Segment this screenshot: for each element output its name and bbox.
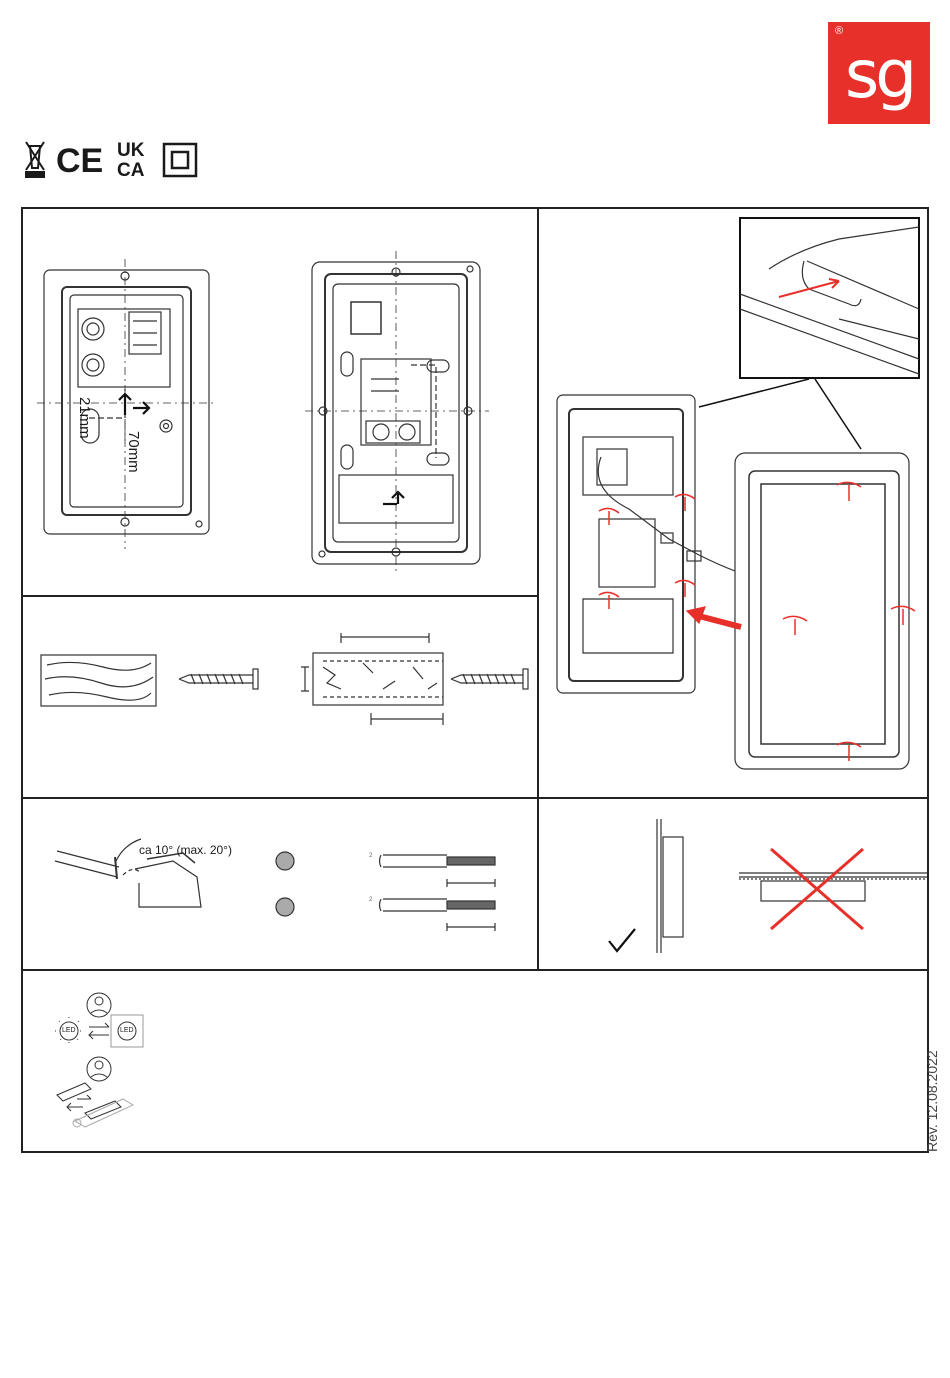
revision-date: Rev. 12.08.2022	[924, 1050, 940, 1152]
wire-stranded-icon	[276, 898, 294, 916]
ce-mark-icon: CE	[56, 142, 103, 180]
wire-strip-solid	[380, 855, 496, 887]
step-fixing-materials	[23, 597, 537, 797]
check-icon	[609, 929, 635, 951]
strip-mark-b: 2	[369, 897, 372, 903]
angle-label: ca 10° (max. 20°)	[139, 843, 232, 857]
certification-marks: CE UK CA	[22, 138, 202, 180]
strip-mark-a: 2	[369, 853, 372, 859]
swap-arrows-icon	[89, 1023, 109, 1039]
wall-mount-allowed	[609, 819, 683, 953]
dimension-21mm: 21mm	[76, 397, 93, 439]
ukca-mark-icon: UK CA	[117, 140, 145, 180]
technician-icon	[87, 993, 111, 1017]
instruction-sheet: 21mm 70mm	[21, 207, 929, 1153]
registered-mark: ®	[835, 26, 843, 37]
ukca-line-1: UK	[117, 140, 145, 161]
wire-strip-stranded	[380, 899, 496, 931]
cross-icon	[771, 849, 863, 929]
rotation-markers	[599, 482, 915, 761]
sg-logo: ® sg	[828, 22, 930, 124]
logo-mark: sg	[828, 42, 930, 108]
wood-screw-icon	[179, 669, 258, 689]
class-ii-icon	[164, 144, 196, 176]
wall-plug-icon	[301, 633, 443, 725]
led-label-b: LED	[120, 1027, 134, 1034]
weee-bin-icon	[26, 142, 44, 177]
base-plate	[557, 395, 735, 693]
cover-frame	[735, 453, 909, 769]
step-mounting-dimensions: 21mm 70mm	[23, 209, 537, 595]
dimension-70mm: 70mm	[125, 431, 142, 473]
ukca-line-2: CA	[117, 160, 145, 180]
technician-icon-2	[87, 1057, 111, 1081]
wall-screw-icon	[451, 669, 528, 689]
detail-inset	[740, 218, 919, 378]
step-cable-connection: ca 10° (max. 20°) 2 2	[23, 799, 537, 969]
ceiling-mount-forbidden	[739, 849, 927, 929]
step-led-info: LED LED	[23, 971, 929, 1153]
driver-icon	[57, 1083, 133, 1127]
wire-solid-icon	[276, 852, 294, 870]
wood-wall-icon	[41, 655, 156, 706]
step-cover-mounting	[539, 209, 929, 797]
step-mounting-orientation	[539, 799, 929, 969]
led-label-a: LED	[62, 1027, 76, 1034]
